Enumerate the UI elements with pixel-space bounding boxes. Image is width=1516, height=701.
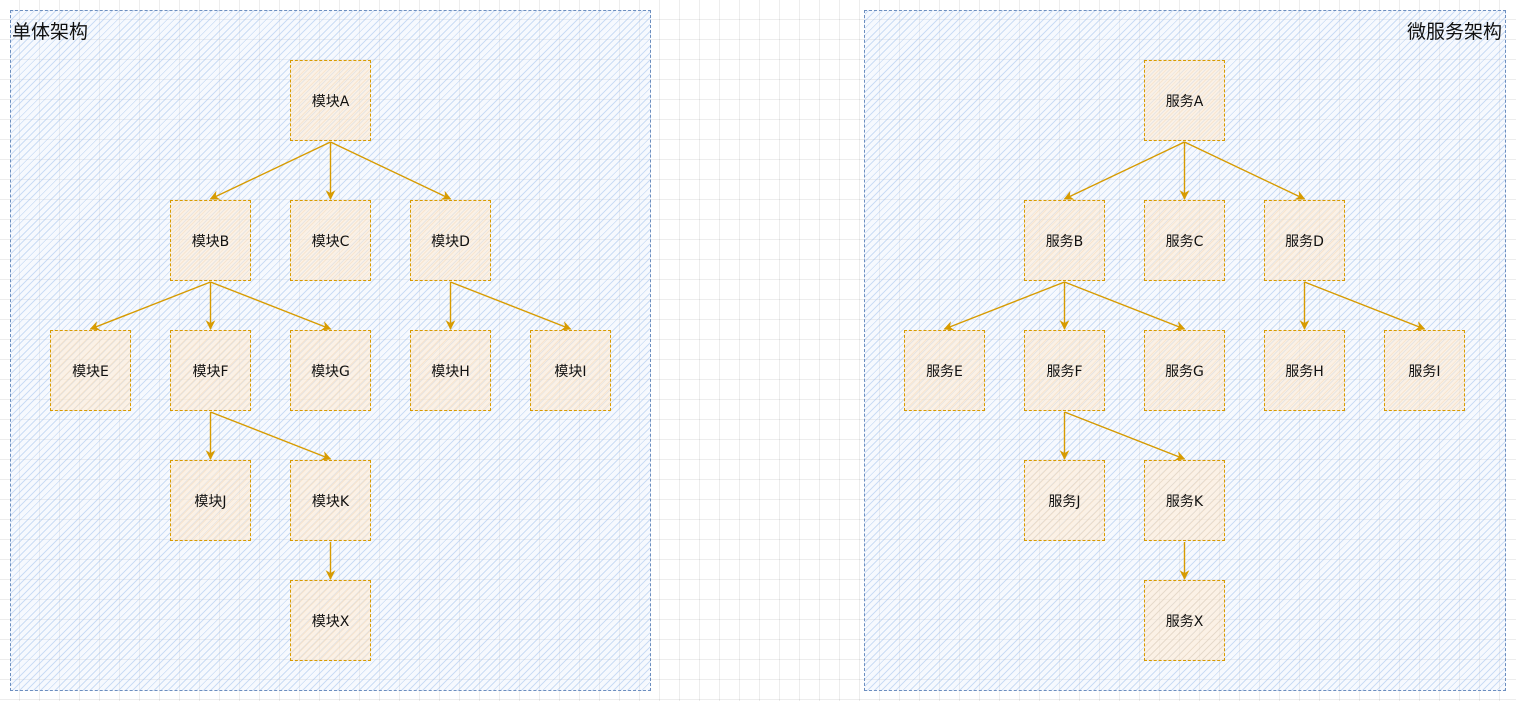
module-a-node[interactable]: 模块A [290, 60, 371, 141]
module-c-node[interactable]: 模块C [290, 200, 371, 281]
node-label: 模块B [191, 233, 230, 250]
node-label: 服务B [1045, 233, 1084, 250]
module-h-node[interactable]: 模块H [410, 330, 491, 411]
service-b-node[interactable]: 服务B [1024, 200, 1105, 281]
module-i-node[interactable]: 模块I [530, 330, 611, 411]
service-f-node[interactable]: 服务F [1024, 330, 1105, 411]
module-e-node[interactable]: 模块E [50, 330, 131, 411]
node-label: 模块J [194, 493, 227, 510]
node-label: 服务K [1165, 493, 1204, 510]
service-i-node[interactable]: 服务I [1384, 330, 1465, 411]
node-label: 服务D [1285, 233, 1324, 250]
service-c-node[interactable]: 服务C [1144, 200, 1225, 281]
service-a-node[interactable]: 服务A [1144, 60, 1225, 141]
node-label: 服务E [926, 363, 963, 380]
node-label: 模块D [431, 233, 470, 250]
monolith-title: 单体架构 [12, 21, 89, 43]
node-label: 模块G [311, 363, 350, 380]
service-x-node[interactable]: 服务X [1144, 580, 1225, 661]
node-label: 服务H [1285, 363, 1324, 380]
node-label: 模块C [311, 233, 350, 250]
node-label: 服务C [1165, 233, 1204, 250]
module-d-node[interactable]: 模块D [410, 200, 491, 281]
module-j-node[interactable]: 模块J [170, 460, 251, 541]
module-f-node[interactable]: 模块F [170, 330, 251, 411]
service-e-node[interactable]: 服务E [904, 330, 985, 411]
module-g-node[interactable]: 模块G [290, 330, 371, 411]
node-label: 服务J [1048, 493, 1081, 510]
node-label: 模块A [311, 93, 350, 110]
node-label: 服务I [1408, 363, 1441, 380]
node-label: 模块K [311, 493, 350, 510]
service-h-node[interactable]: 服务H [1264, 330, 1345, 411]
service-g-node[interactable]: 服务G [1144, 330, 1225, 411]
node-label: 模块X [311, 613, 350, 630]
node-label: 服务X [1165, 613, 1204, 630]
module-b-node[interactable]: 模块B [170, 200, 251, 281]
node-label: 模块F [192, 363, 229, 380]
node-label: 服务G [1165, 363, 1204, 380]
module-x-node[interactable]: 模块X [290, 580, 371, 661]
node-label: 模块I [554, 363, 587, 380]
node-label: 模块E [72, 363, 109, 380]
node-label: 服务F [1046, 363, 1083, 380]
microservice-title: 微服务架构 [1406, 21, 1502, 43]
service-j-node[interactable]: 服务J [1024, 460, 1105, 541]
node-label: 模块H [431, 363, 470, 380]
service-k-node[interactable]: 服务K [1144, 460, 1225, 541]
module-k-node[interactable]: 模块K [290, 460, 371, 541]
service-d-node[interactable]: 服务D [1264, 200, 1345, 281]
node-label: 服务A [1165, 93, 1204, 110]
